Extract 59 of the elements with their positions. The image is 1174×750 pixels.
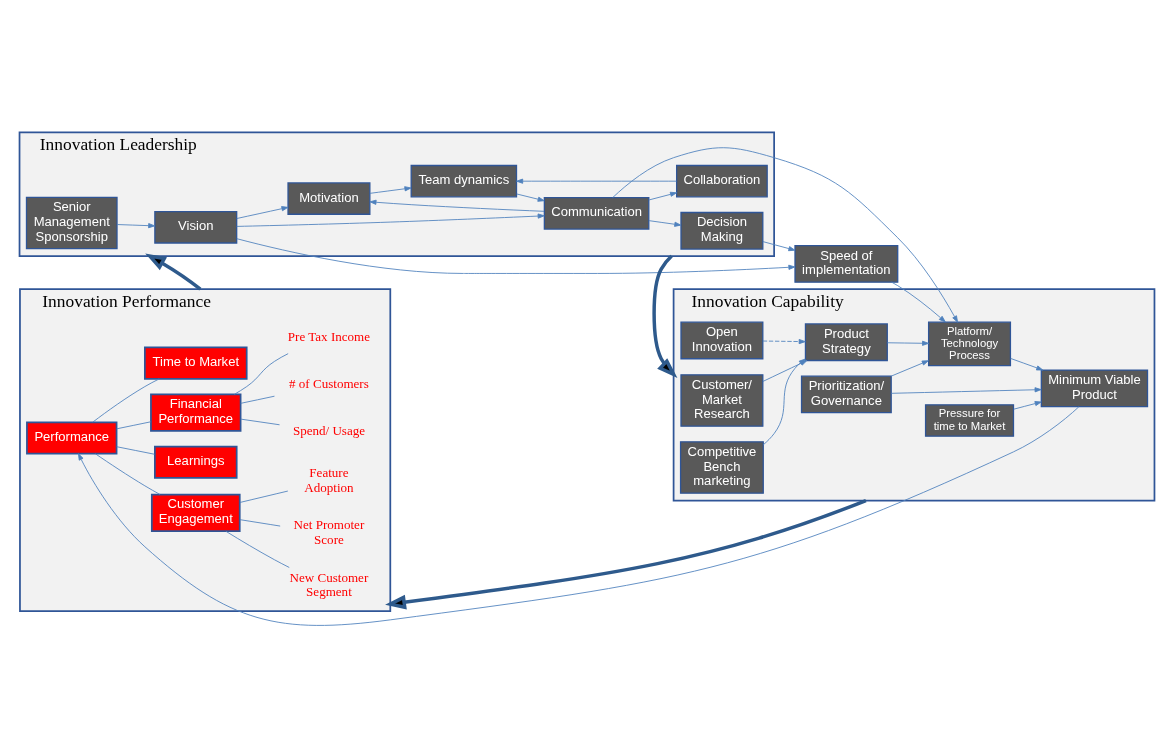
arrow — [516, 178, 677, 184]
node-box: Financial Performance — [150, 393, 242, 432]
connector — [116, 420, 152, 429]
node-box: Speed of implementation — [794, 244, 899, 283]
arrow — [369, 185, 412, 194]
node-box: Pressure for time to Market — [924, 403, 1015, 437]
arrow — [145, 252, 202, 290]
node-box: Team dynamics — [410, 164, 518, 197]
connector — [234, 352, 289, 395]
arrow — [762, 240, 796, 251]
connector — [239, 490, 289, 503]
arrow — [648, 219, 682, 227]
node-box: Decision Making — [680, 211, 764, 250]
arrow — [1010, 357, 1044, 370]
arrow — [612, 146, 958, 323]
node-text: New Customer Segment — [289, 569, 369, 599]
connector — [239, 518, 281, 526]
node-box: Open Innovation — [680, 321, 764, 359]
arrow — [886, 340, 930, 346]
arrow — [236, 237, 796, 274]
node-box: Vision — [154, 210, 238, 244]
arrow — [762, 338, 806, 344]
arrow — [890, 386, 1042, 394]
arrow — [385, 498, 867, 609]
node-box: Competitive Bench marketing — [679, 440, 764, 494]
arrow — [891, 359, 929, 376]
node-box: Time to Market — [144, 346, 248, 380]
node-text: Pre Tax Income — [287, 328, 371, 344]
arrow — [236, 213, 545, 227]
arrow — [236, 205, 289, 219]
node-box: Collaboration — [676, 164, 768, 197]
arrow — [648, 191, 678, 200]
node-box: Customer/ Market Research — [680, 373, 764, 427]
connector — [240, 418, 280, 425]
node-box: Performance — [26, 420, 118, 454]
node-text: Net Promoter Score — [293, 516, 365, 547]
node-text: # of Customers — [289, 375, 369, 391]
node-box: Prioritization/ Governance — [800, 375, 892, 413]
arrow — [516, 193, 545, 202]
connector — [116, 445, 155, 455]
node-box: Product Strategy — [804, 322, 888, 361]
connector — [94, 452, 161, 495]
arrow — [652, 254, 678, 378]
node-box: Platform/ Technology Process — [927, 321, 1012, 366]
node-box: Customer Engagement — [150, 493, 241, 532]
node-box: Senior Management Sponsorship — [25, 196, 118, 249]
node-text: Feature Adoption — [304, 464, 354, 495]
node-box: Learnings — [154, 445, 238, 479]
node-box: Minimum Viable Product — [1040, 368, 1149, 407]
arrow — [891, 281, 946, 322]
node-box: Motivation — [287, 181, 371, 215]
connector — [240, 395, 275, 404]
connector — [92, 377, 160, 423]
node-text: Spend/ Usage — [292, 422, 365, 438]
node-box: Communication — [543, 196, 650, 230]
arrow — [369, 199, 545, 212]
connector — [225, 530, 290, 568]
arrow — [116, 222, 156, 228]
arrow — [1013, 400, 1042, 410]
